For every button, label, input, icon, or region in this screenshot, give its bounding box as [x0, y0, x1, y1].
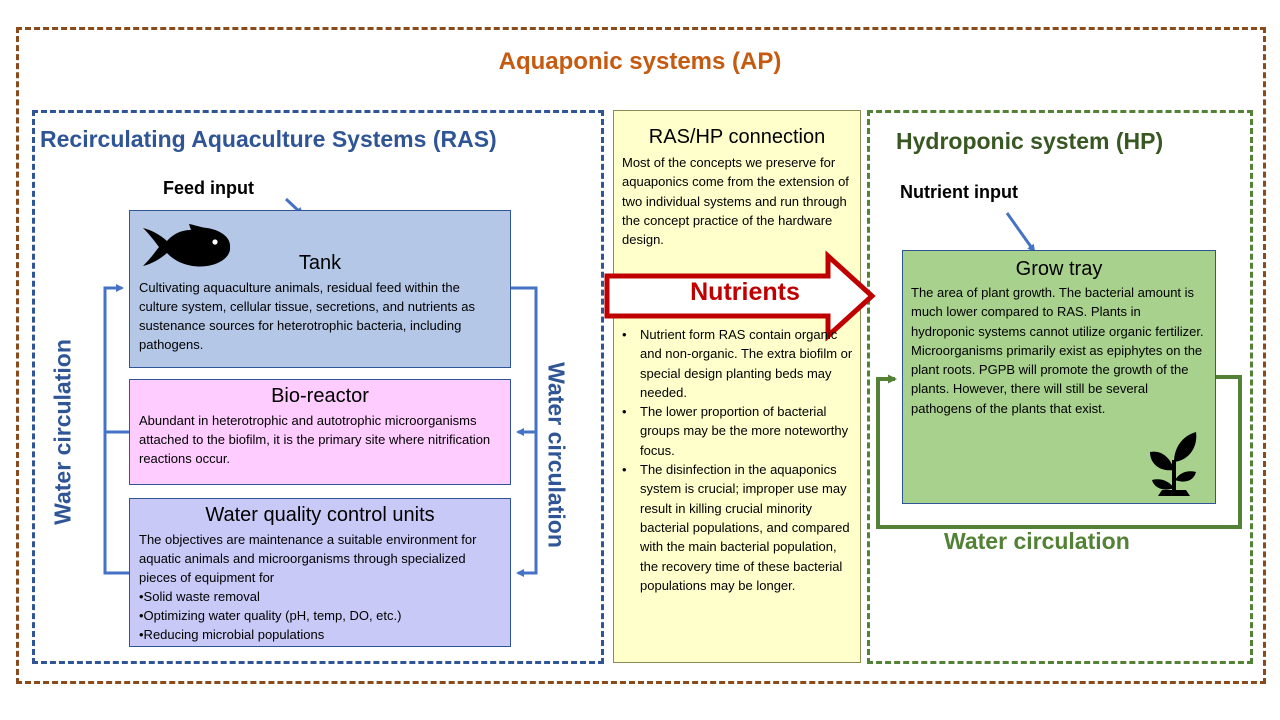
hp-water-circulation-label: Water circulation: [944, 528, 1130, 554]
tank-text: Cultivating aquaculture animals, residua…: [139, 280, 475, 352]
water-circulation-right-label: Water circulation: [543, 362, 570, 548]
tank-title: Tank: [298, 252, 342, 274]
hp-circulation-line: [876, 374, 1242, 529]
water-quality-item: •Solid waste removal: [139, 589, 260, 604]
bioreactor-box: Bio-reactor Abundant in heterotrophic an…: [129, 379, 511, 485]
connection-bullet: Nutrient form RAS contain organic and no…: [622, 325, 854, 402]
nutrient-input-arrow: [1005, 212, 1036, 253]
plant-icon: [1150, 432, 1197, 496]
hp-section: [867, 110, 1253, 664]
grow-tray-text: The area of plant growth. The bacterial …: [911, 285, 1204, 416]
ras-section: [32, 110, 604, 664]
aquaponic-systems-border: [16, 27, 1266, 684]
water-circulation-left-label: Water circulation: [49, 339, 76, 525]
connection-title: RAS/HP connection: [648, 126, 826, 148]
bioreactor-text: Abundant in heterotrophic and autotrophi…: [139, 413, 491, 466]
grow-tray-title: Grow tray: [1015, 258, 1103, 280]
water-quality-item: •Optimizing water quality (pH, temp, DO,…: [139, 608, 402, 623]
water-quality-box: Water quality control units The objectiv…: [129, 498, 511, 647]
water-quality-text: The objectives are maintenance a suitabl…: [139, 532, 477, 585]
ras-title: Recirculating Aquaculture Systems (RAS): [40, 126, 497, 152]
connection-bullet: The disinfection in the aquaponics syste…: [622, 460, 854, 595]
feed-input-label: Feed input: [163, 178, 254, 198]
fish-icon: [143, 224, 231, 267]
connection-bullet: The lower proportion of bacterial groups…: [622, 402, 854, 460]
nutrients-arrow: [604, 250, 876, 342]
nutrient-input-label: Nutrient input: [900, 182, 1018, 202]
water-quality-title: Water quality control units: [205, 504, 435, 526]
connection-bullets: Nutrient form RAS contain organic and no…: [622, 325, 854, 595]
connection-intro: Most of the concepts we preserve for aqu…: [622, 155, 849, 248]
water-quality-item: •Reducing microbial populations: [139, 627, 325, 642]
nutrients-label: Nutrients: [690, 278, 800, 306]
page-title: Aquaponic systems (AP): [498, 48, 782, 75]
hp-title: Hydroponic system (HP): [896, 128, 1164, 154]
bioreactor-title: Bio-reactor: [271, 385, 369, 407]
grow-tray-box: Grow tray The area of plant growth. The …: [902, 250, 1216, 504]
